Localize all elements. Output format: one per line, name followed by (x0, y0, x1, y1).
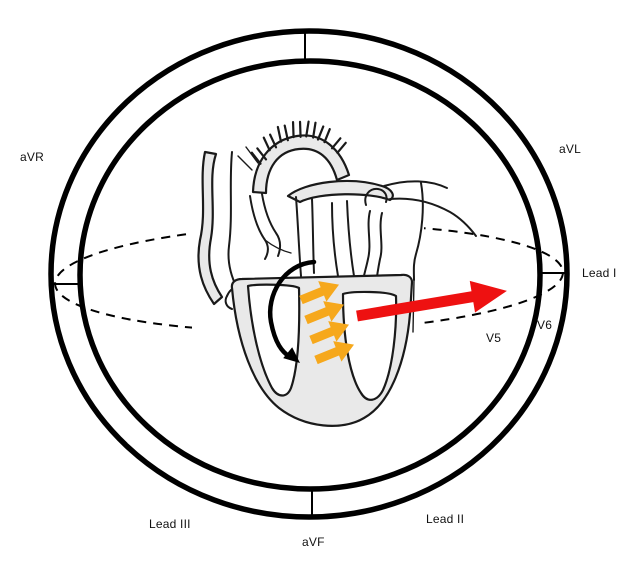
inner-ring-circle (77, 58, 543, 492)
initial-depolarization-arrow (267, 259, 317, 363)
septal-arrow-1 (299, 281, 340, 305)
lead-reference-ring (48, 28, 570, 520)
label-avr: aVR (20, 150, 44, 164)
septal-arrow-3 (309, 321, 350, 345)
aortic-arch (237, 120, 351, 195)
label-avl: aVL (559, 142, 581, 156)
label-avf: aVF (302, 535, 325, 549)
heart-illustration (192, 112, 477, 430)
label-lead-iii: Lead III (149, 517, 191, 531)
septal-arrow-4 (314, 341, 355, 365)
axis-vector-shape (356, 280, 507, 322)
outflow-tracts (295, 196, 355, 277)
label-v5: V5 (486, 331, 502, 345)
septal-arrow-2 (304, 301, 345, 325)
svc-vessels (197, 150, 292, 306)
label-lead-i: Lead I (582, 266, 617, 280)
label-v6: V6 (537, 318, 553, 332)
septal-activation-arrows (299, 281, 355, 365)
outer-ring-circle (48, 28, 570, 520)
label-lead-ii: Lead II (426, 512, 465, 526)
right-ventricle-cavity (246, 283, 301, 397)
pulmonary-vessels (286, 179, 477, 237)
left-ventricle-cavity (341, 290, 398, 401)
initial-arrowhead (283, 347, 300, 363)
arch-branch-stubs (250, 120, 347, 165)
mean-axis-vector-arrow (356, 280, 507, 322)
